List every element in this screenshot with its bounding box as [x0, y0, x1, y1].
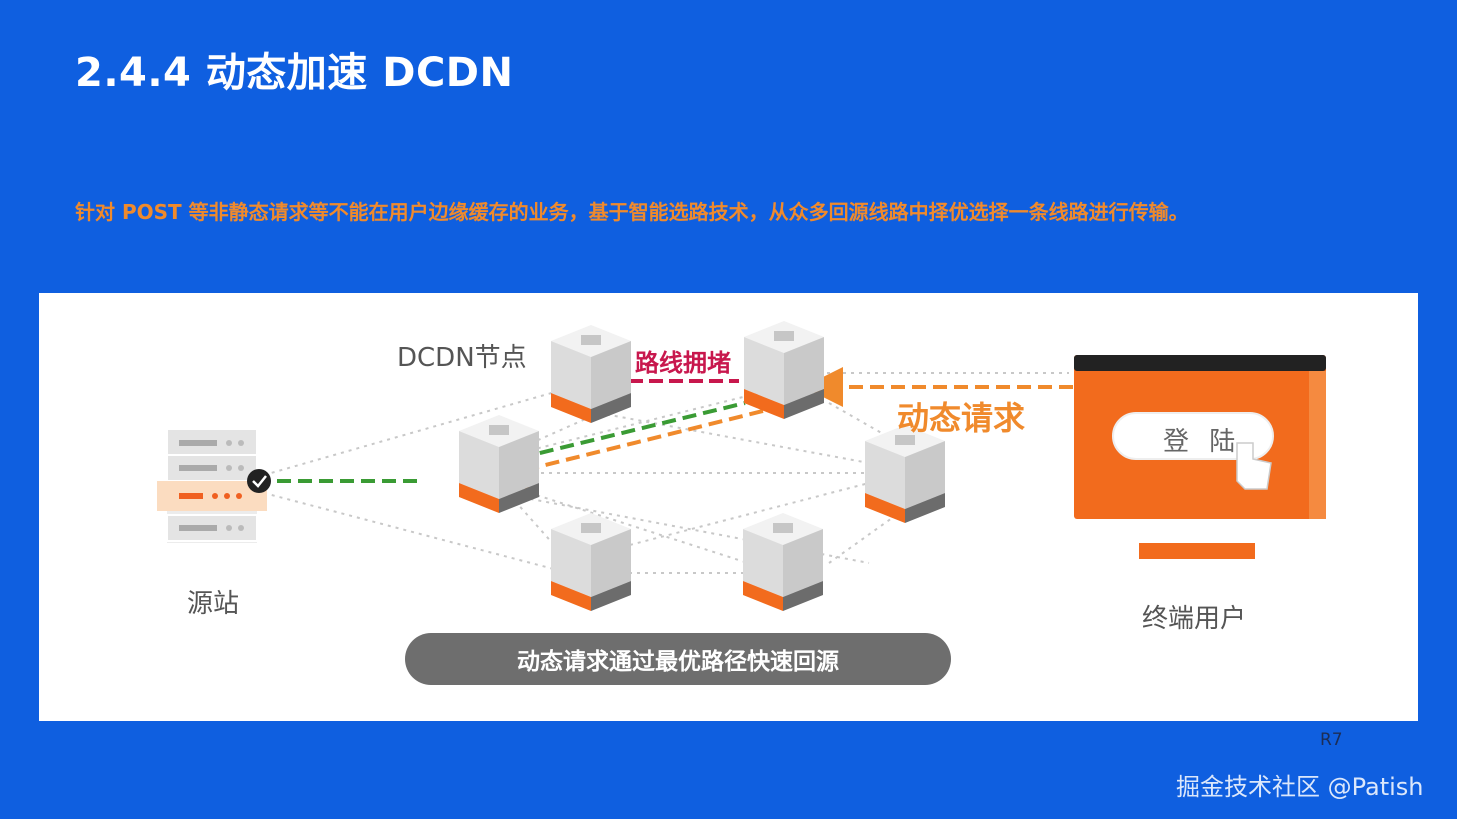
congestion-label: 路线拥堵 [635, 343, 731, 378]
dcdn-node-left [459, 415, 539, 513]
dcdn-node-top-right [744, 321, 824, 419]
dcdn-node-label: DCDN节点 [397, 337, 527, 374]
dcdn-node-right [865, 425, 945, 523]
dcdn-node-top-left [551, 325, 631, 423]
watermark: 掘金技术社区 @Patish [1176, 767, 1424, 802]
slide-title: 2.4.4 动态加速 DCDN [75, 40, 513, 98]
slide-description: 针对 POST 等非静态请求等不能在用户边缘缓存的业务，基于智能选路技术，从众多… [75, 196, 1189, 225]
caption-pill: 动态请求通过最优路径快速回源 [405, 633, 951, 685]
diagram-panel: DCDN节点 路线拥堵 动态请求 登 陆 源站 终端用户 动态请求通过最优路径快… [39, 293, 1418, 721]
end-user-label: 终端用户 [1142, 598, 1246, 635]
dcdn-node-bottom-left [551, 513, 631, 611]
slide-code: R7 [1320, 730, 1343, 750]
origin-label: 源站 [187, 583, 239, 620]
origin-server-icon [157, 429, 271, 543]
dcdn-node-bottom-right [743, 513, 823, 611]
dynamic-request-label: 动态请求 [897, 393, 1025, 439]
login-button: 登 陆 [1163, 421, 1241, 458]
